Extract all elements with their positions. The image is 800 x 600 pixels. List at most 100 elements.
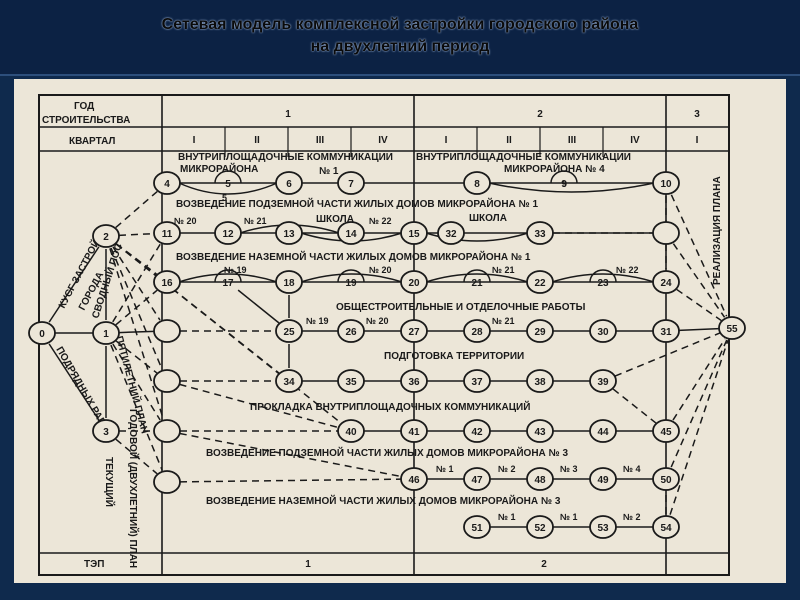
- edge-label-n19: № 19: [224, 265, 247, 275]
- node-circle: [526, 515, 554, 539]
- edge-n2-n11: [118, 232, 155, 237]
- arc-n20-n22: [425, 273, 529, 283]
- edge-label-m4: № 4: [623, 464, 641, 474]
- node-circle: [400, 319, 428, 343]
- network-node-n8: 8: [463, 171, 491, 195]
- network-node-n10: 10: [652, 171, 680, 195]
- edge-n2-n34: [115, 243, 280, 374]
- node-label: 18: [283, 278, 295, 289]
- node-label: 5: [225, 179, 231, 190]
- quarter-label-5: I: [445, 135, 448, 146]
- network-node-n20: 20: [400, 270, 428, 294]
- node-label: 3: [103, 427, 109, 438]
- tep-label: ТЭП: [84, 559, 104, 570]
- edge-n24-n55: [676, 288, 722, 322]
- edge-n2-n16: [115, 243, 158, 275]
- node-circle: [153, 270, 181, 294]
- edge-n50-n55: [670, 339, 728, 468]
- network-node-n18: 18: [275, 270, 303, 294]
- node-circle: [526, 467, 554, 491]
- node-label: 13: [283, 229, 295, 240]
- network-node-n0: 0: [28, 321, 56, 345]
- node-circle: [92, 224, 120, 248]
- node-circle: [275, 369, 303, 393]
- node-label: 39: [597, 377, 609, 388]
- node-label: 11: [162, 229, 173, 240]
- node-label: 31: [660, 327, 672, 338]
- node-label: 25: [283, 327, 295, 338]
- quarter-label-9: I: [696, 135, 699, 146]
- edge-n1-b6: [112, 343, 161, 421]
- network-node-n5: 5: [214, 170, 242, 190]
- node-arc: [550, 170, 578, 184]
- network-node-n22: 22: [526, 270, 554, 294]
- network-node-n27: 27: [400, 319, 428, 343]
- quarter-label-1: I: [193, 135, 196, 146]
- quarter-label-2: II: [254, 135, 260, 146]
- edge-b6-n46: [179, 432, 402, 478]
- edge-n39-n45: [612, 388, 657, 424]
- node-label: 10: [660, 179, 672, 190]
- side-label-annual: ГОДОВОЙ (ДВУХЛЕТНИЙ) ПЛАН: [127, 409, 140, 568]
- arc-n18-n20: [300, 273, 403, 283]
- node-circle: [275, 319, 303, 343]
- node-circle: [92, 321, 120, 345]
- network-node-n12: 12: [214, 221, 242, 245]
- node-circle: [652, 515, 680, 539]
- network-node-n9: 9: [550, 170, 578, 190]
- edge-label-n22: № 22: [369, 216, 392, 226]
- network-node-b4: [153, 319, 181, 343]
- node-arc: [337, 269, 365, 283]
- node-circle: [463, 319, 491, 343]
- node-label: 7: [348, 179, 354, 190]
- tep-value-2: 2: [541, 559, 547, 570]
- network-node-n38: 38: [526, 369, 554, 393]
- edge-label-k2: № 2: [623, 512, 641, 522]
- network-node-n37: 37: [463, 369, 491, 393]
- network-node-n48: 48: [526, 467, 554, 491]
- year-label-3: 3: [694, 109, 700, 120]
- network-node-n13: 13: [275, 221, 303, 245]
- node-label: 22: [534, 278, 546, 289]
- node-circle: [275, 171, 303, 195]
- node-circle: [337, 221, 365, 245]
- network-node-n17: 17: [214, 269, 242, 289]
- edge-label-n20b: № 20: [369, 265, 392, 275]
- node-circle: [463, 171, 491, 195]
- node-circle: [652, 319, 680, 343]
- arc-n16-n18: [178, 273, 278, 283]
- node-circle: [652, 171, 680, 195]
- node-label: 32: [445, 229, 457, 240]
- network-node-n28: 28: [463, 319, 491, 343]
- quarter-label-8: IV: [630, 135, 640, 146]
- node-circle: [337, 419, 365, 443]
- network-node-n1: 1: [92, 321, 120, 345]
- edge-label-m2: № 2: [498, 464, 516, 474]
- node-arc: [463, 269, 491, 283]
- slide-title-line1: Сетевая модель комплексной застройки гор…: [161, 16, 639, 33]
- edge-r1-n55: [672, 243, 726, 318]
- activity-label-a2b: МИКРОРАЙОНА № 4: [504, 162, 605, 175]
- node-label: 35: [345, 377, 357, 388]
- network-node-n49: 49: [589, 467, 617, 491]
- year-header-label: ГОД: [74, 101, 94, 112]
- node-label: 6: [286, 179, 292, 190]
- node-label: 24: [660, 278, 672, 289]
- arc-n15-n33: [425, 232, 529, 242]
- network-node-n44: 44: [589, 419, 617, 443]
- network-node-n29: 29: [526, 319, 554, 343]
- edge-n17-n25: [237, 289, 280, 324]
- quarter-header-label: КВАРТАЛ: [69, 136, 115, 147]
- quarter-label-6: II: [506, 135, 512, 146]
- activity-label-a7: ОБЩЕСТРОИТЕЛЬНЫЕ И ОТДЕЛОЧНЫЕ РАБОТЫ: [336, 302, 586, 313]
- node-circle: [526, 221, 554, 245]
- node-circle: [652, 221, 680, 245]
- node-circle: [589, 467, 617, 491]
- edge-n31-n55: [678, 327, 720, 332]
- edge-label-n21: № 21: [244, 216, 267, 226]
- node-circle: [400, 221, 428, 245]
